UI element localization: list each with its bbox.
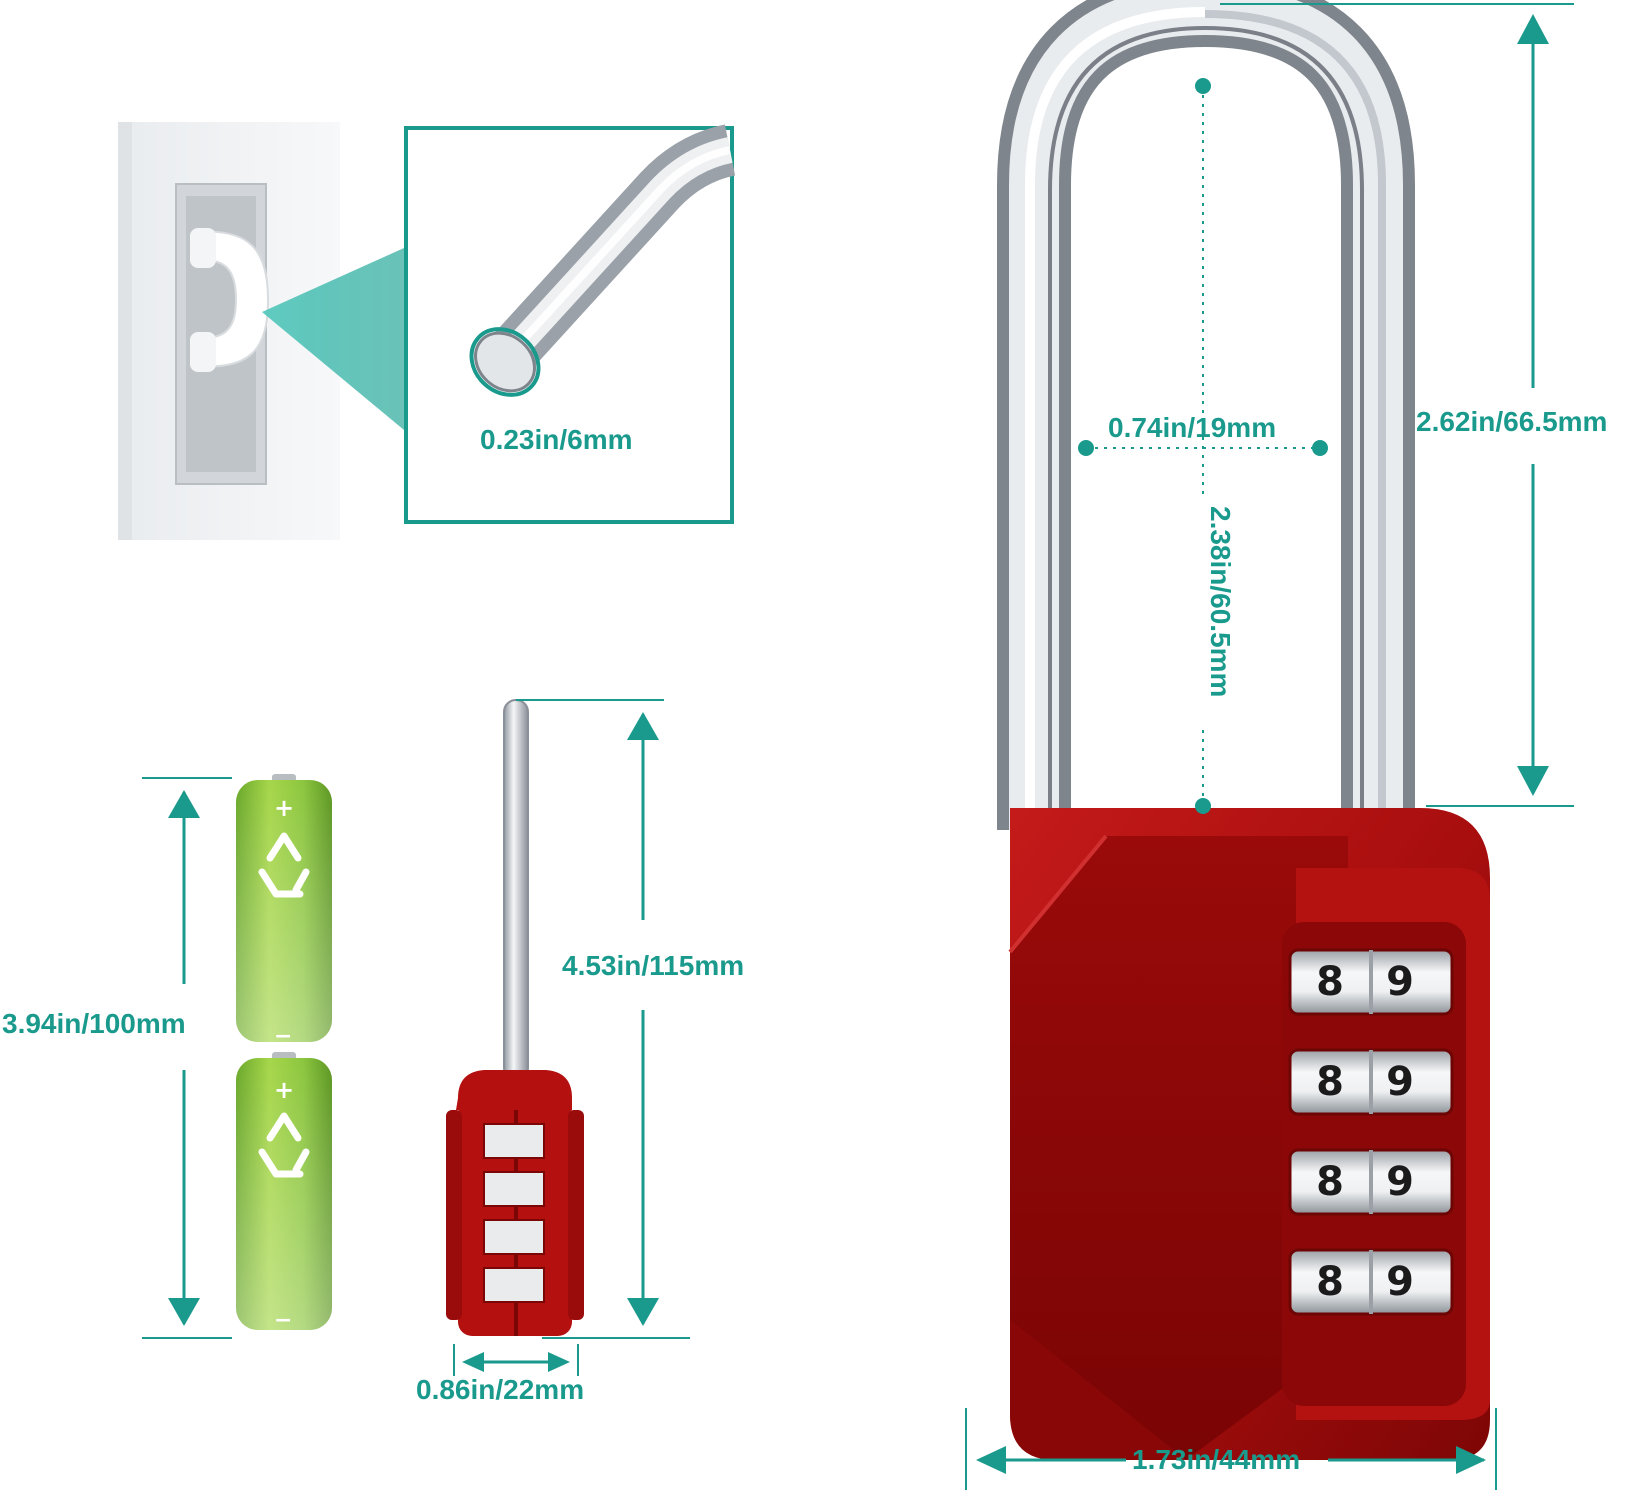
- dimension-lines: [142, 3, 1574, 1490]
- battery-bottom: [236, 1052, 332, 1330]
- shackle-inner-width-label: 0.74in/19mm: [1108, 412, 1277, 443]
- dial-3-digit-2[interactable]: 9: [1386, 1159, 1414, 1205]
- shackle-diameter-label: 0.23in/6mm: [480, 424, 633, 455]
- shackle-zoom-box: [404, 124, 736, 524]
- dial-4-digit-2[interactable]: 9: [1386, 1259, 1414, 1305]
- dial-4-digit-1[interactable]: 8: [1316, 1259, 1344, 1305]
- battery-height-label: 3.94in/100mm: [2, 1008, 186, 1039]
- battery-top-minus: −: [274, 1024, 293, 1049]
- shackle-total-height-label: 2.62in/66.5mm: [1416, 406, 1608, 437]
- body-width-label: 1.73in/44mm: [1132, 1444, 1301, 1475]
- battery-top-plus: +: [274, 794, 295, 822]
- dial-2-digit-1[interactable]: 8: [1316, 1059, 1344, 1105]
- dial-3-digit-1[interactable]: 8: [1316, 1159, 1344, 1205]
- dial-2-digit-2[interactable]: 9: [1386, 1059, 1414, 1105]
- small-lock: [446, 699, 584, 1336]
- shackle-inner-height-label: 2.38in/60.5mm: [1205, 506, 1236, 698]
- battery-top: [236, 774, 332, 1042]
- battery-bottom-minus: −: [274, 1308, 293, 1333]
- small-lock-width-label: 0.86in/22mm: [416, 1374, 585, 1405]
- big-lock: [997, 0, 1490, 1460]
- dial-1-digit-2[interactable]: 9: [1386, 959, 1414, 1005]
- dial-1-digit-1[interactable]: 8: [1316, 959, 1344, 1005]
- recycle-icon: [258, 832, 310, 1178]
- battery-bottom-plus: +: [274, 1076, 295, 1104]
- small-lock-height-label: 4.53in/115mm: [562, 950, 745, 981]
- zoom-beam: [262, 248, 404, 430]
